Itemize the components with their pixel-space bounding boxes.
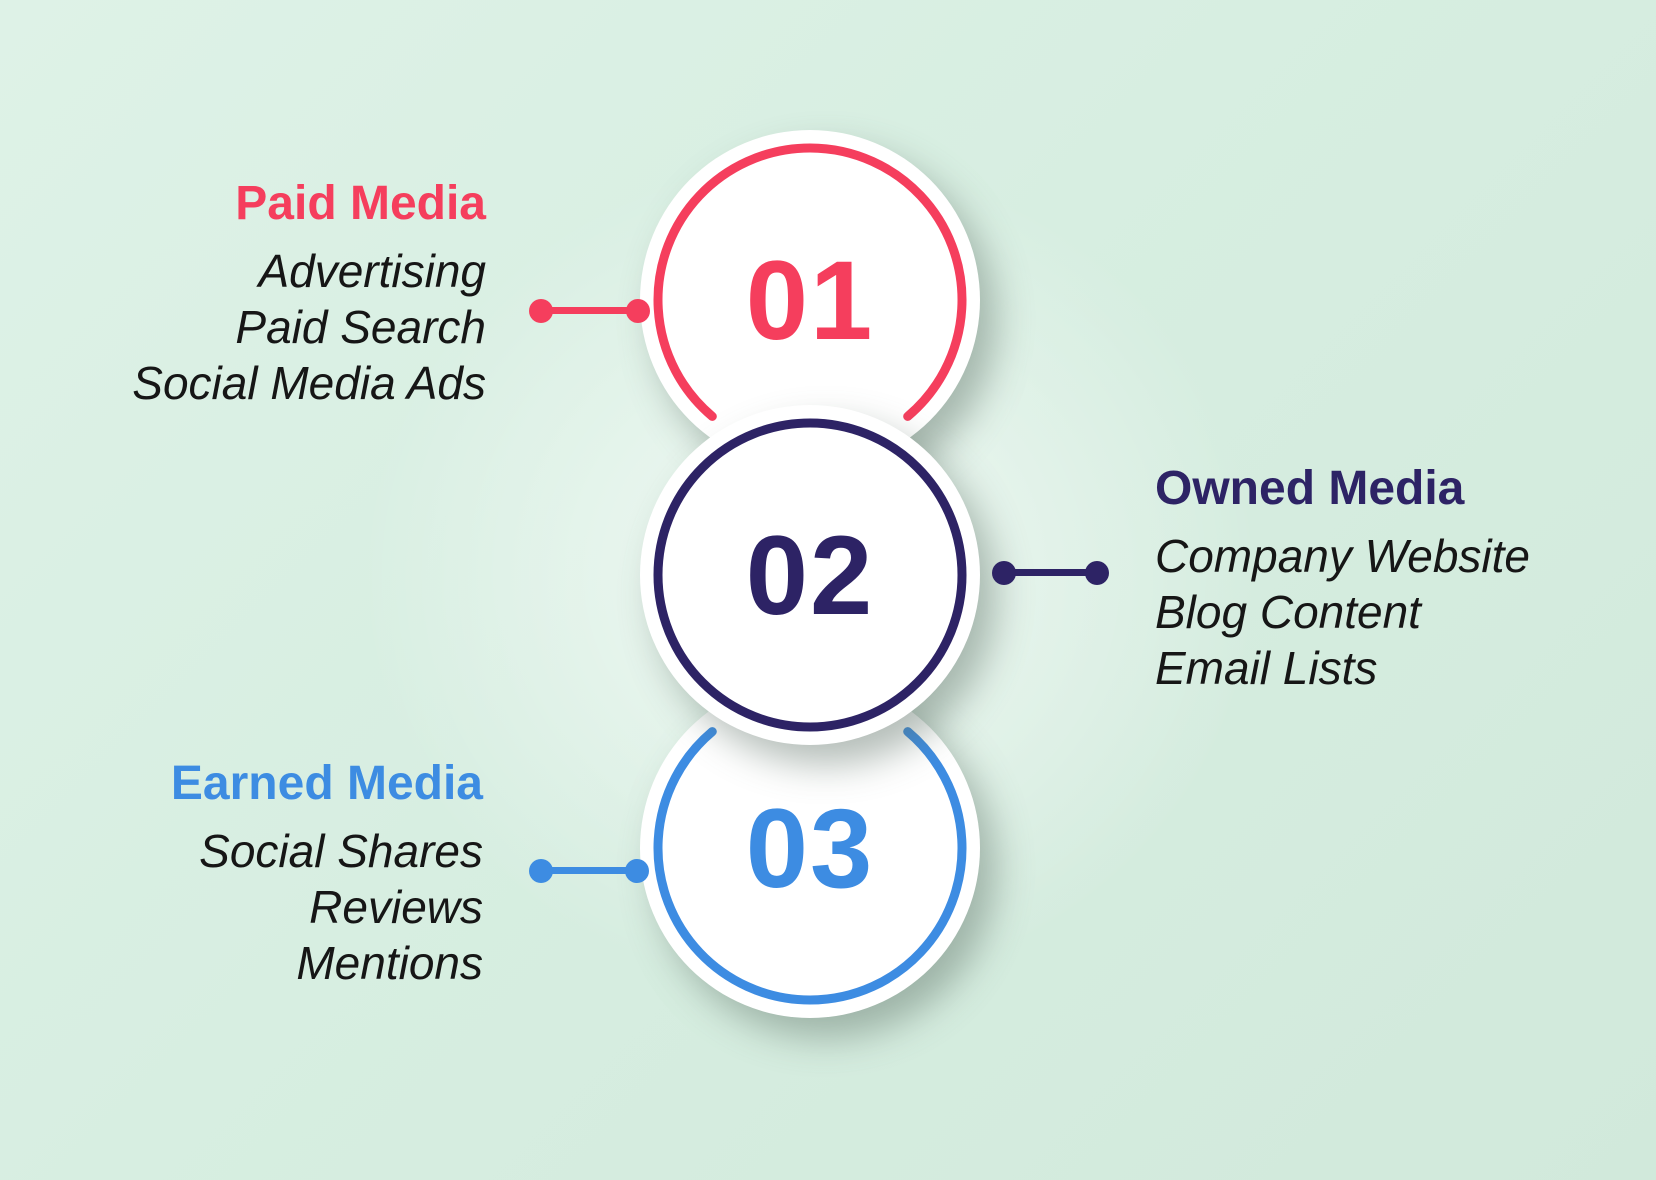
list-item: Paid Search: [235, 301, 486, 353]
list-item: Reviews: [309, 881, 483, 933]
paid-media-title: Paid Media: [235, 177, 486, 230]
list-item: Blog Content: [1155, 586, 1421, 638]
paid-media-block: Paid Media Advertising Paid Search Socia…: [132, 179, 486, 411]
list-item: Social Media Ads: [132, 357, 486, 409]
step-number-03: 03: [745, 786, 875, 911]
list-item: Social Shares: [199, 825, 483, 877]
connector-dot-outer: [1085, 561, 1109, 585]
owned-media-block: Owned Media Company Website Blog Content…: [1155, 464, 1530, 696]
list-item: Advertising: [258, 245, 486, 297]
connector-dot-inner: [625, 859, 649, 883]
list-item: Mentions: [296, 937, 483, 989]
connector-owned-media: [992, 561, 1109, 585]
connector-line: [539, 307, 640, 314]
list-item: Email Lists: [1155, 642, 1378, 694]
earned-media-list: Social Shares Reviews Mentions: [171, 823, 483, 991]
step-number-01: 01: [745, 238, 875, 363]
connector-dot-outer: [529, 299, 553, 323]
connector-line: [1002, 569, 1099, 576]
connector-line: [539, 867, 639, 874]
paid-media-list: Advertising Paid Search Social Media Ads: [132, 243, 486, 411]
list-item: Company Website: [1155, 530, 1530, 582]
connector-dot-inner: [992, 561, 1016, 585]
connector-earned-media: [529, 859, 649, 883]
connector-dot-inner: [626, 299, 650, 323]
connector-paid-media: [529, 299, 650, 323]
step-number-02: 02: [745, 513, 875, 638]
owned-media-list: Company Website Blog Content Email Lists: [1155, 528, 1530, 696]
earned-media-block: Earned Media Social Shares Reviews Menti…: [171, 759, 483, 991]
earned-media-title: Earned Media: [170, 757, 483, 810]
connector-dot-outer: [529, 859, 553, 883]
owned-media-title: Owned Media: [1155, 462, 1465, 515]
